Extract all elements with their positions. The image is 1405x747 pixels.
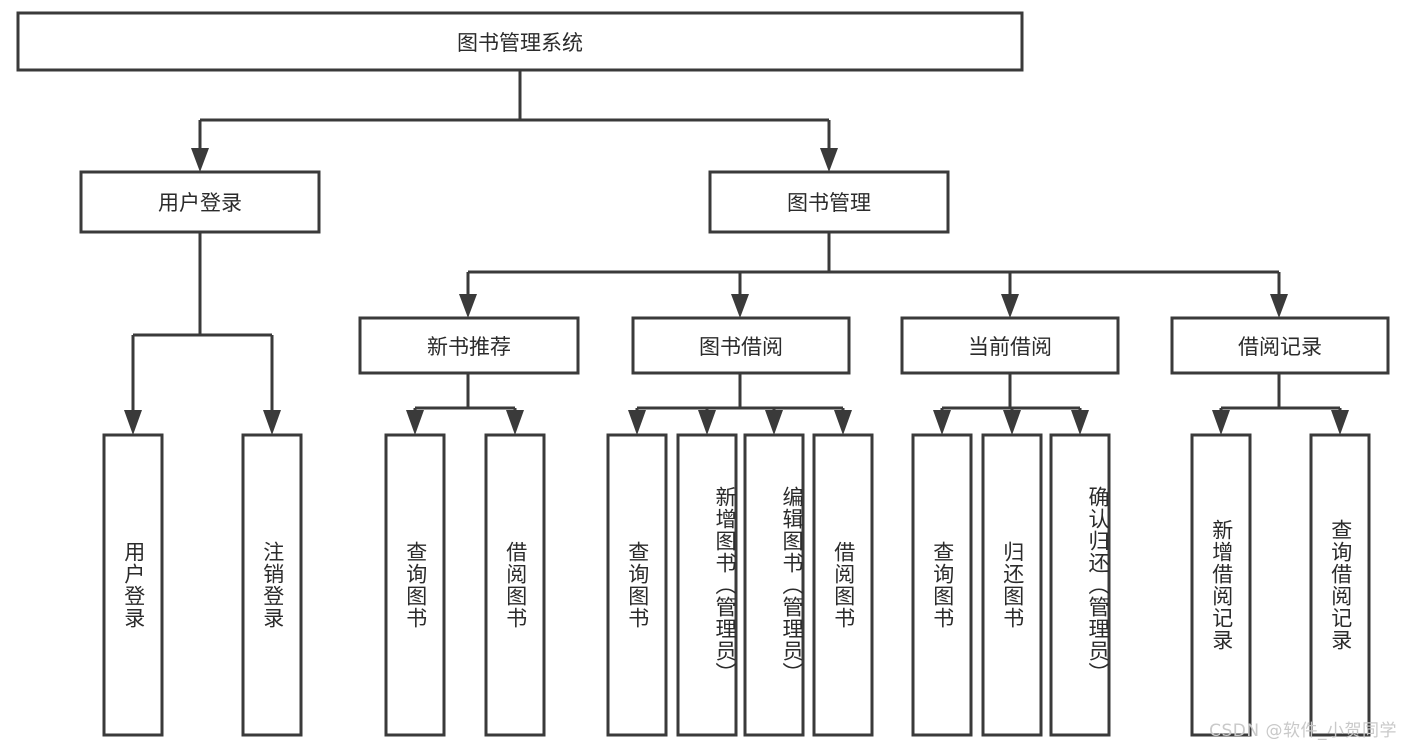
arrowhead-leaf-borrow-record-1 (1331, 410, 1349, 435)
arrowhead-leaf-user-login-0 (124, 410, 142, 435)
node-borrow-record-box[interactable] (1170, 316, 1390, 375)
leaf-box-current-borrow-1[interactable] (981, 433, 1043, 737)
arrowhead-leaf-borrow-record-0 (1212, 410, 1230, 435)
leaf-box-new-book-0[interactable] (384, 433, 446, 737)
node-user-login-box[interactable] (79, 170, 321, 234)
node-book-manage-box[interactable] (708, 170, 950, 234)
leaf-box-borrow-record-1[interactable] (1309, 433, 1371, 737)
leaf-box-book-borrow-1[interactable] (676, 433, 738, 737)
arrowhead-leaf-current-borrow-2 (1071, 410, 1089, 435)
arrowhead-leaf-current-borrow-1 (1003, 410, 1021, 435)
leaf-box-current-borrow-0[interactable] (911, 433, 973, 737)
leaf-box-book-borrow-2[interactable] (743, 433, 805, 737)
leaf-box-user-login-1[interactable] (241, 433, 303, 737)
arrowhead-user-login (191, 148, 209, 172)
leaf-box-user-login-0[interactable] (102, 433, 164, 737)
arrowhead-leaf-new-book-0 (406, 410, 424, 435)
leaf-box-book-borrow-0[interactable] (606, 433, 668, 737)
node-current-borrow-box[interactable] (900, 316, 1120, 375)
leaf-box-borrow-record-0[interactable] (1190, 433, 1252, 737)
arrowhead-leaf-book-borrow-0 (628, 410, 646, 435)
arrowhead-leaf-user-login-1 (263, 410, 281, 435)
arrowhead-new-book-recommend (459, 294, 477, 318)
arrowhead-leaf-book-borrow-1 (698, 410, 716, 435)
arrowhead-leaf-new-book-1 (506, 410, 524, 435)
leaf-box-current-borrow-2[interactable] (1049, 433, 1111, 737)
arrowhead-book-borrow (731, 294, 749, 318)
arrowhead-leaf-current-borrow-0 (933, 410, 951, 435)
arrowhead-leaf-book-borrow-2 (765, 410, 783, 435)
arrowhead-book-manage (820, 148, 838, 172)
node-new-book-recommend-box[interactable] (358, 316, 580, 375)
leaf-box-book-borrow-3[interactable] (812, 433, 874, 737)
leaf-box-new-book-1[interactable] (484, 433, 546, 737)
node-book-borrow-box[interactable] (631, 316, 851, 375)
node-root-box[interactable] (16, 11, 1024, 72)
arrowhead-borrow-record (1270, 294, 1288, 318)
arrowhead-leaf-book-borrow-3 (834, 410, 852, 435)
arrowhead-current-borrow (1001, 294, 1019, 318)
